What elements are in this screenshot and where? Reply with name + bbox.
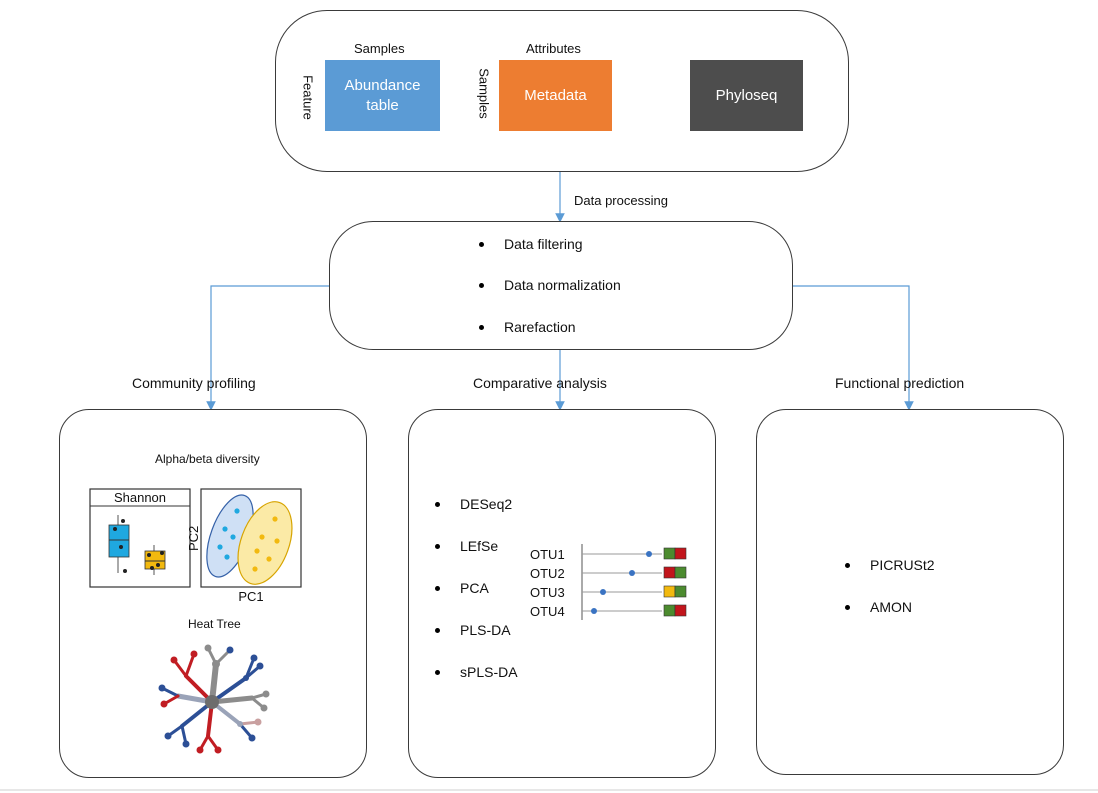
processing-step: Rarefaction	[476, 317, 621, 338]
otu-row-2: OTU2	[530, 566, 687, 581]
group-ellipse-yellow	[237, 501, 293, 585]
samples-label: Samples	[354, 41, 405, 56]
method-item: AMON	[842, 595, 935, 619]
otu-row-1: OTU1	[530, 547, 687, 562]
otu-label: OTU2	[530, 566, 565, 581]
feature-label: Feature	[300, 75, 316, 120]
method-item: PICRUSt2	[842, 553, 935, 577]
otu-label: OTU3	[530, 585, 565, 600]
method-item: PCA	[432, 576, 518, 600]
otu-label: OTU4	[530, 604, 565, 619]
method-item: sPLS-DA	[432, 660, 518, 684]
otu-row-3: OTU3	[530, 585, 687, 600]
boxplot-blue	[108, 524, 130, 558]
comparative-analysis-label: Comparative analysis	[473, 375, 607, 391]
otu-label: OTU1	[530, 547, 565, 562]
metadata-tile: Metadata	[499, 60, 612, 131]
functional-methods: PICRUSt2 AMON	[842, 553, 935, 619]
processing-step: Data filtering	[476, 234, 621, 255]
method-item: LEfSe	[432, 534, 518, 558]
otu-lollipop-plot: OTU1 OTU2 OTU3 OTU4	[530, 544, 687, 620]
attributes-label: Attributes	[526, 41, 581, 56]
alpha-beta-title: Alpha/beta diversity	[155, 452, 260, 466]
community-panel	[59, 409, 367, 778]
alpha-beta-diversity-plots: Shannon PC2 PC1	[89, 488, 302, 604]
method-item: DESeq2	[432, 492, 518, 516]
pc1-label: PC1	[238, 589, 263, 604]
heat-tree-title: Heat Tree	[188, 617, 241, 631]
pc2-label: PC2	[186, 526, 201, 551]
functional-prediction-label: Functional prediction	[835, 375, 965, 391]
samples-side-label: Samples	[476, 68, 492, 119]
data-processing-label: Data processing	[574, 193, 668, 208]
community-profiling-label: Community profiling	[132, 375, 256, 391]
heat-tree-graphic	[158, 644, 270, 754]
processing-step: Data normalization	[476, 275, 621, 296]
abundance-table-tile: Abundance table	[325, 60, 440, 131]
phyloseq-tile: Phyloseq	[690, 60, 803, 131]
shannon-label: Shannon	[114, 490, 166, 505]
comparative-methods: DESeq2 LEfSe PCA PLS-DA sPLS-DA	[432, 492, 518, 684]
arrow-to-community	[206, 285, 329, 411]
processing-steps: Data filtering Data normalization Rarefa…	[476, 234, 621, 338]
method-item: PLS-DA	[432, 618, 518, 642]
processing-box	[329, 221, 793, 350]
arrow-to-functional	[792, 285, 914, 411]
functional-panel	[756, 409, 1064, 775]
otu-row-4: OTU4	[530, 604, 687, 619]
